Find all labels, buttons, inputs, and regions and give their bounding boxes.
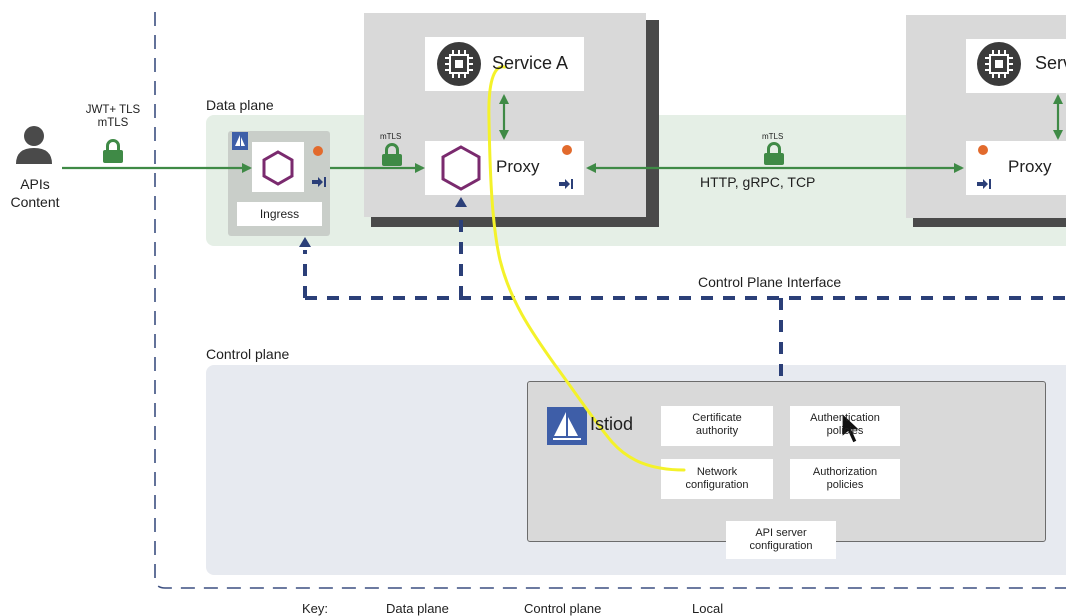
service-b-proxy-label: Proxy [1008, 157, 1052, 176]
service-a-proxy-label: Proxy [496, 157, 540, 176]
lock-icon [764, 142, 784, 165]
link-mtls-label: mTLS [762, 132, 784, 141]
ingress-label: Ingress [259, 207, 300, 221]
mouse-cursor-icon [841, 411, 862, 444]
key-data-plane: Data plane [386, 601, 449, 616]
network-config-box[interactable] [661, 459, 773, 499]
ingress-label-card [237, 202, 322, 226]
service-a-proxy-card[interactable] [425, 141, 584, 195]
annotation-highlight-stroke [487, 65, 686, 472]
data-plane-label: Data plane [206, 97, 274, 113]
ingress-mtls-label: mTLS [380, 132, 402, 141]
control-plane-interface-label: Control Plane Interface [698, 274, 842, 290]
service-a-proxy-hexagon-icon [441, 145, 481, 191]
service-a-label: Service A [492, 53, 569, 73]
lock-icon [103, 139, 123, 163]
api-server-config-box[interactable] [726, 521, 836, 559]
authz-policies-box[interactable] [790, 459, 900, 499]
authz-policies-label: Authorization policies [812, 466, 878, 491]
auth-label: JWT+ TLS mTLS [85, 104, 141, 129]
sign-in-icon [312, 177, 991, 189]
lock-icon [382, 143, 402, 166]
chip-icon [977, 42, 1021, 86]
key-local: Local [692, 601, 724, 616]
control-plane-label: Control plane [206, 346, 290, 362]
cert-authority-box[interactable] [661, 406, 773, 446]
proxy-config-arrowhead [455, 197, 467, 207]
istiod-panel [527, 381, 1046, 542]
chip-icon [437, 42, 481, 86]
client-user-icon [16, 126, 52, 164]
client-label: APIs Content [10, 176, 60, 210]
network-config-label: Network configuration [685, 466, 749, 491]
istiod-label: Istiod [590, 414, 634, 434]
protocols-label: HTTP, gRPC, TCP [700, 174, 816, 190]
service-b-label: Serv [1035, 53, 1066, 73]
api-server-config-label: API server configuration [749, 527, 813, 552]
control-plane-interface-lines [303, 212, 1066, 380]
key-label: Key: [302, 601, 329, 616]
ingress-proxy-hexagon-icon [262, 150, 294, 186]
ingress-config-arrowhead [299, 237, 311, 247]
key-control-plane: Control plane [524, 601, 602, 616]
istio-logo-icon [547, 407, 587, 445]
traffic-arrows [62, 94, 1063, 173]
authn-policies-label: Authentication policies [810, 412, 880, 437]
istio-logo-icon [232, 132, 248, 150]
spark-icon [313, 145, 988, 156]
cert-authority-label: Certificate authority [692, 412, 742, 437]
mesh-boundary [154, 12, 1066, 589]
